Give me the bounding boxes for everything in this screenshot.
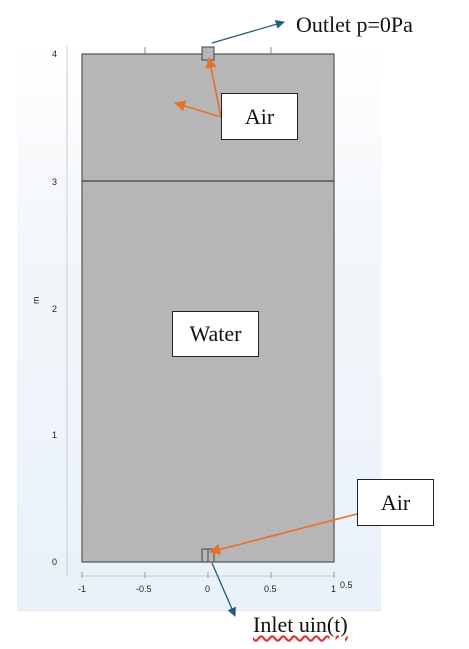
outlet-boundary <box>201 46 215 61</box>
x-axis-ticks <box>81 572 335 578</box>
air-bottom-label: Air <box>380 489 411 515</box>
x-tick-extra: 0.5 <box>340 580 353 590</box>
y-tick-3: 3 <box>52 177 57 187</box>
x-tick-neg1: -1 <box>78 584 86 594</box>
air-bottom-callout: Air <box>357 479 434 526</box>
water-label: Water <box>189 321 242 346</box>
x-tick-0: 0 <box>205 584 210 594</box>
y-tick-0: 0 <box>52 557 57 567</box>
y-axis-unit: m <box>31 297 41 305</box>
outlet-arrow <box>211 19 285 44</box>
x-tick-0-5: 0.5 <box>264 584 277 594</box>
x-tick-neg0-5: -0.5 <box>136 584 152 594</box>
y-tick-2: 2 <box>52 304 57 314</box>
air-top-label: Air <box>244 103 275 129</box>
y-tick-4: 4 <box>52 49 57 59</box>
air-bottom-arrow <box>208 513 358 555</box>
air-top-callout: Air <box>221 93 298 140</box>
air-top-arrow-left <box>173 100 222 118</box>
top-ticks <box>144 47 272 54</box>
water-callout: Water <box>172 311 259 357</box>
air-top-arrow-up <box>205 56 222 118</box>
inlet-label: Inlet uin(t) <box>253 612 348 637</box>
x-tick-1: 1 <box>331 584 336 594</box>
outlet-label: Outlet p=0Pa <box>296 12 413 37</box>
inlet-arrow <box>211 562 236 617</box>
y-tick-1: 1 <box>52 430 57 440</box>
